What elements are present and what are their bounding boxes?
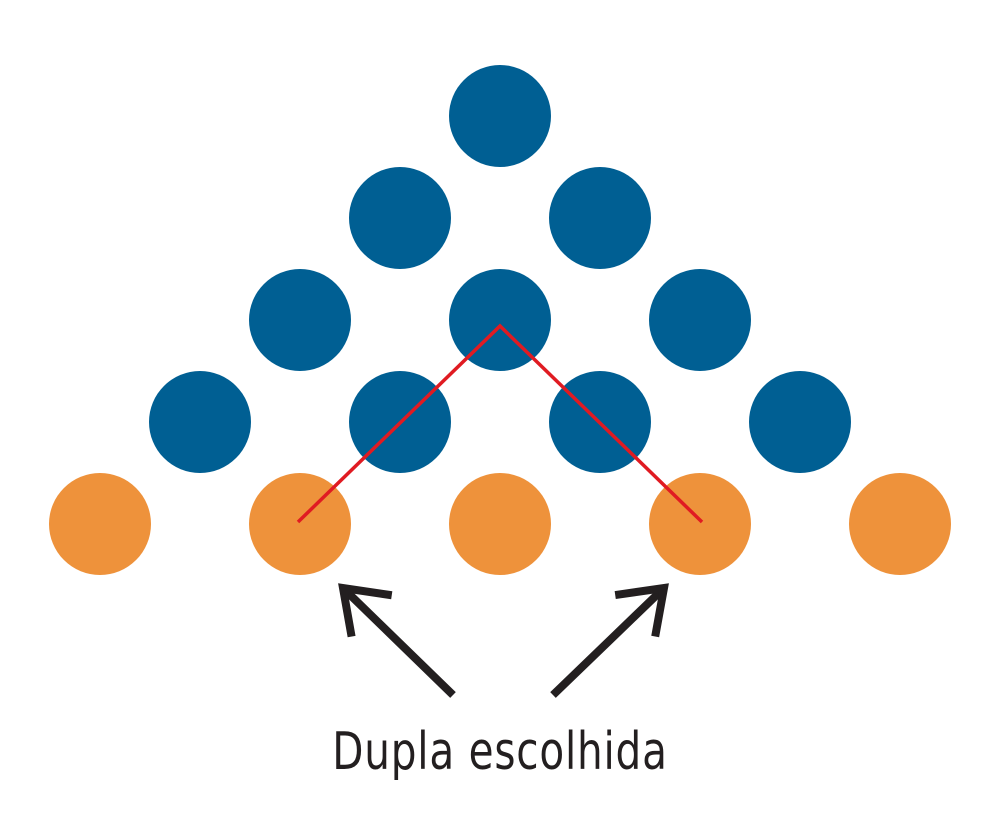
top-node-r3-0 [149,371,251,473]
caption-dupla-escolhida: Dupla escolhida [332,722,668,782]
arrow-right-icon [550,583,669,698]
top-node-r3-3 [749,371,851,473]
path-line [296,323,704,524]
top-node-r2-2 [649,269,751,371]
nodes-layer [49,65,951,575]
bottom-node-r4-3 [649,473,751,575]
arrow-shaft [550,585,667,698]
top-node-r2-1 [449,269,551,371]
chosen-path [296,323,704,524]
arrow-head [338,583,393,638]
bottom-node-r4-4 [849,473,951,575]
top-node-r1-0 [349,167,451,269]
bottom-node-r4-0 [49,473,151,575]
arrows-layer [338,583,669,698]
top-node-r0-0 [449,65,551,167]
bottom-node-r4-2 [449,473,551,575]
arrow-left-icon [338,583,456,698]
top-node-r2-0 [249,269,351,371]
arrow-head [614,583,669,638]
bottom-node-r4-1 [249,473,351,575]
arrow-shaft [340,585,456,698]
top-node-r1-1 [549,167,651,269]
